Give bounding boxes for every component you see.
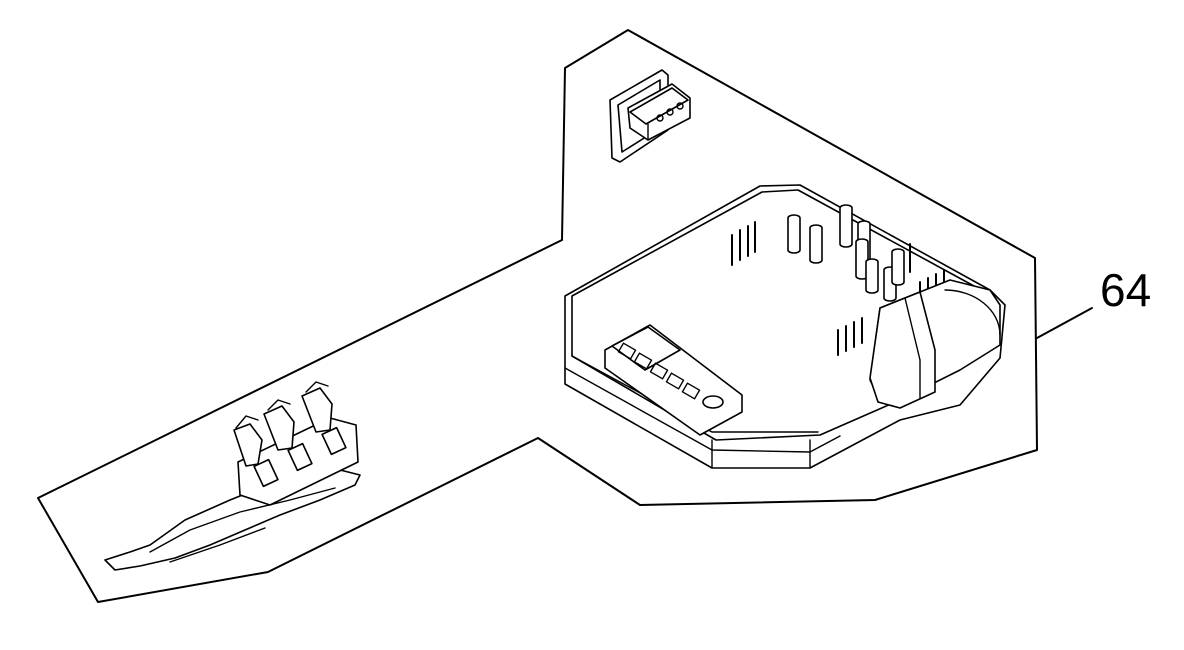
callout-number: 64 — [1100, 264, 1151, 316]
callout-leader-line — [1036, 307, 1093, 339]
group-boundary-outline — [37, 29, 1038, 603]
controller-board-part — [564, 184, 1006, 469]
pin-group-left — [731, 221, 756, 266]
pin-group-front — [837, 317, 863, 356]
capacitor-group — [787, 204, 905, 302]
terminal-connector-part — [609, 69, 691, 163]
cable-gland — [869, 279, 1001, 409]
terminal-clip-part — [104, 381, 361, 571]
